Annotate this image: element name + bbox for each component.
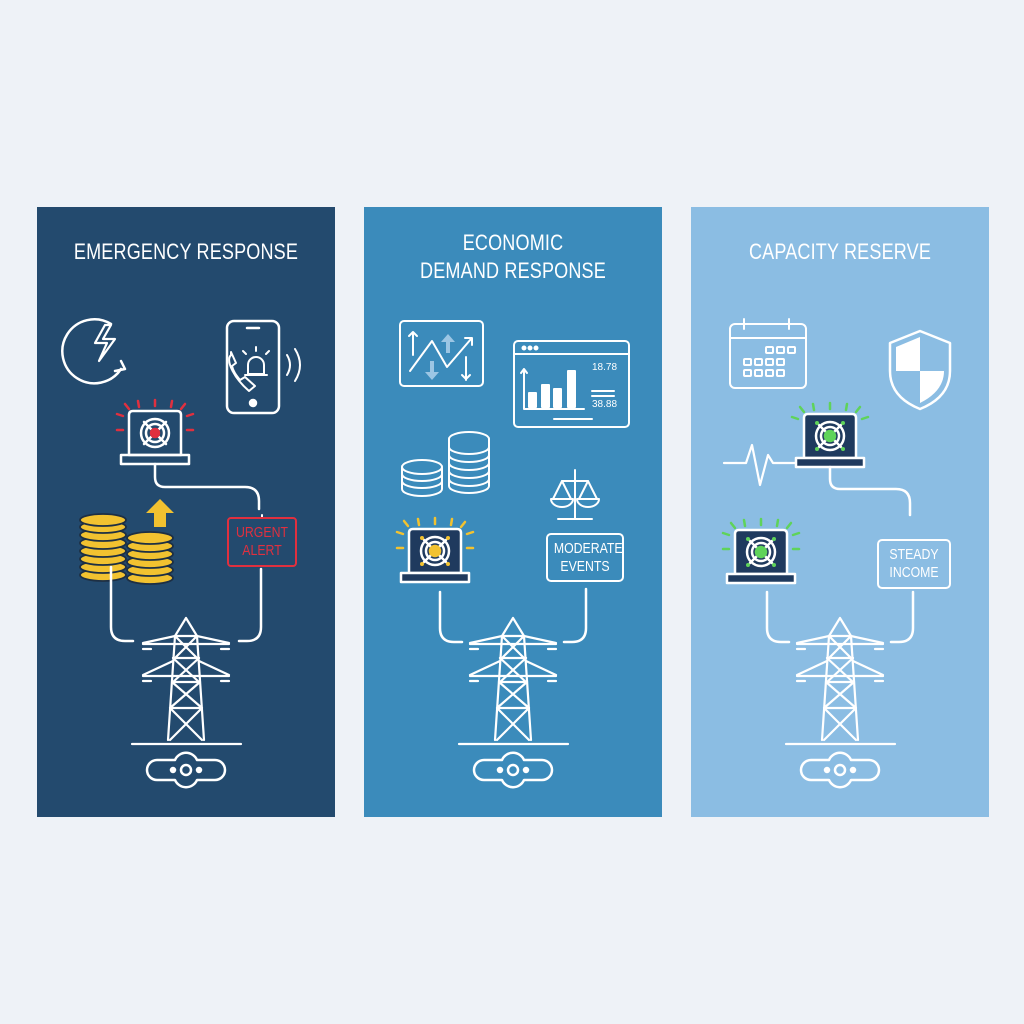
steady-income-box xyxy=(877,539,951,589)
red-alarm-miner-icon xyxy=(115,398,195,466)
panel-title: CAPACITY RESERVE xyxy=(748,239,932,264)
panel-economic-demand-response: ECONOMIC DEMAND RESPONSE 18.78 38.88 MOD… xyxy=(364,207,662,817)
urgent-alert-label: URGENT ALERT xyxy=(236,524,288,559)
shield-icon xyxy=(888,329,952,411)
calendar-icon xyxy=(729,318,807,389)
panel-emergency-response: EMERGENCY RESPONSE URGENT ALERT xyxy=(37,207,335,817)
dashboard-chart-icon xyxy=(513,340,630,428)
panel-title: ECONOMIC DEMAND RESPONSE xyxy=(420,230,606,283)
power-tower-icon xyxy=(784,616,897,746)
balance-scale-icon xyxy=(550,469,600,520)
panel-capacity-reserve: CAPACITY RESERVE STEADY INCOME xyxy=(691,207,989,817)
phone-alarm-icon xyxy=(225,319,301,415)
rising-coins-icon xyxy=(79,499,174,585)
steady-income-label: STEADY INCOME xyxy=(889,546,939,581)
grid-connector-icon xyxy=(799,751,881,789)
grid-connector-icon xyxy=(145,751,227,789)
grid-connector-icon xyxy=(472,751,554,789)
cable-line xyxy=(153,462,261,511)
moderate-events-label: MODERATE EVENTS xyxy=(553,540,623,575)
price-trend-icon xyxy=(399,320,484,387)
power-tower-icon xyxy=(130,616,243,746)
panel-title: EMERGENCY RESPONSE xyxy=(73,239,299,264)
power-tower-icon xyxy=(457,616,570,746)
dollar-coins-icon xyxy=(401,431,490,497)
urgent-alert-box xyxy=(227,517,297,567)
moderate-events-box xyxy=(546,533,624,582)
green-alarm-miner-icon xyxy=(790,401,870,469)
yellow-alarm-miner-icon xyxy=(395,516,475,584)
heartbeat-icon xyxy=(722,443,797,487)
dashboard-value-top: 18.78 xyxy=(592,362,618,373)
green-alarm-miner-icon xyxy=(721,517,801,585)
dashboard-value-bottom: 38.88 xyxy=(592,399,618,410)
lightning-cycle-icon xyxy=(61,318,127,385)
